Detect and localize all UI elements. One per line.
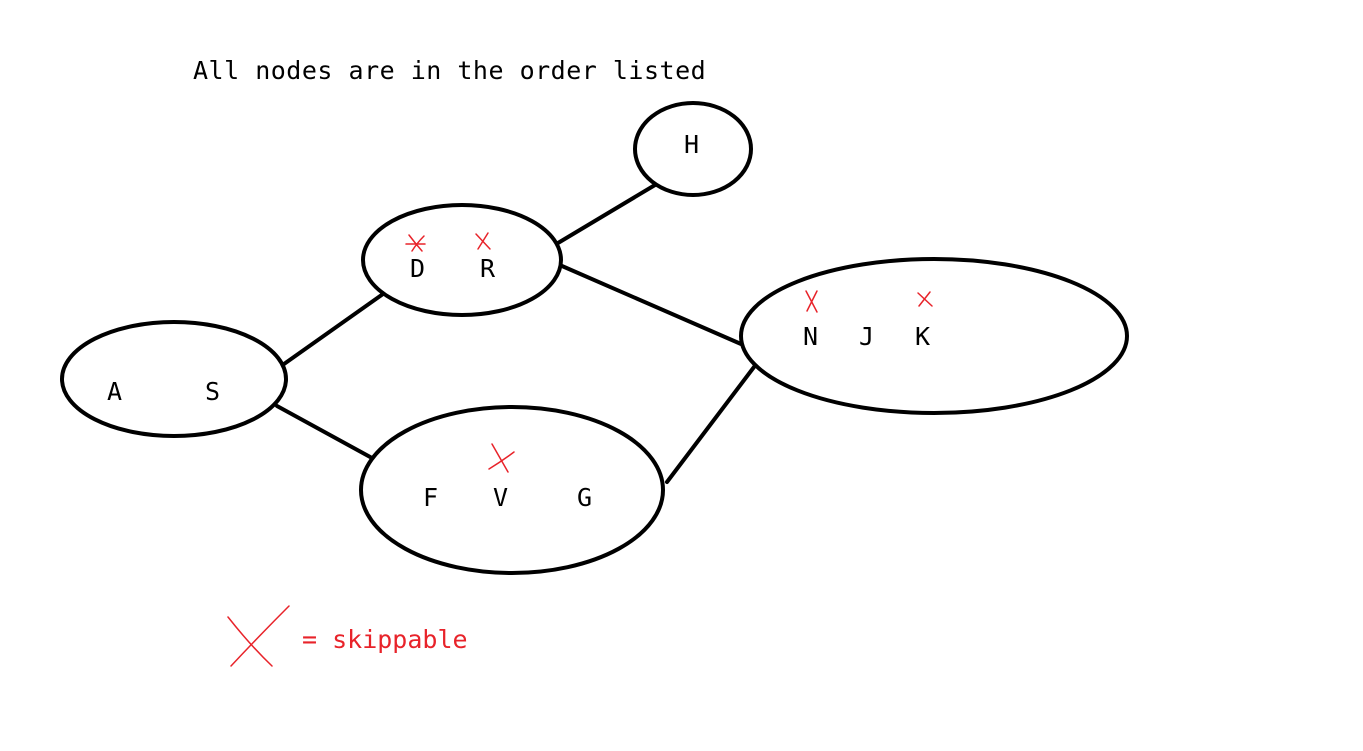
node-F: F <box>423 483 438 512</box>
node-V: V <box>493 483 508 512</box>
edge-DR-H <box>556 183 657 245</box>
legend: = skippable <box>227 605 468 667</box>
skip-mark-K <box>917 291 933 307</box>
node-A: A <box>107 377 122 406</box>
edge-FVG-NJK <box>665 365 756 484</box>
edge-AS-DR <box>282 292 385 366</box>
node-K: K <box>915 322 930 351</box>
node-group-AS <box>60 320 288 438</box>
edge-DR-NJK <box>560 264 743 346</box>
node-group-NJK <box>739 257 1129 415</box>
legend-label: = skippable <box>302 625 468 654</box>
skip-mark-N <box>805 290 818 313</box>
node-H: H <box>684 130 699 159</box>
node-group-FVG <box>359 405 665 575</box>
node-S: S <box>205 377 220 406</box>
skip-mark-V <box>488 443 515 473</box>
red-x-icon <box>227 605 290 667</box>
skip-mark-D <box>405 234 426 252</box>
skip-mark-R <box>475 232 491 250</box>
node-D: D <box>410 254 425 283</box>
node-group-DR <box>361 203 563 317</box>
node-R: R <box>480 254 496 283</box>
edge-AS-FVG <box>275 404 374 460</box>
node-J: J <box>859 322 874 351</box>
diagram-heading: All nodes are in the order listed <box>193 56 707 85</box>
node-G: G <box>577 483 592 512</box>
node-group-H <box>633 101 753 197</box>
node-N: N <box>803 322 818 351</box>
